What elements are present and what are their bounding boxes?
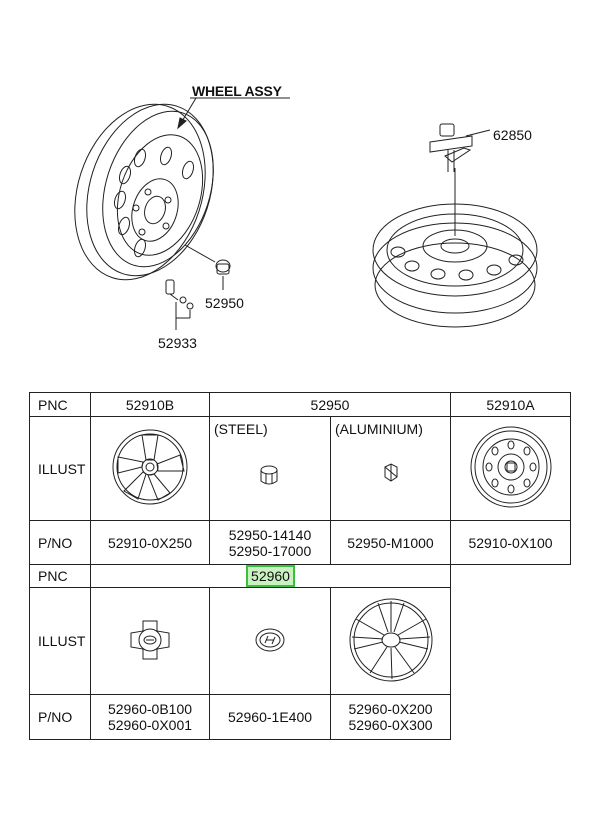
steel-nut-icon — [260, 465, 278, 485]
pnc-row-2: PNC 52960 — [29, 564, 571, 588]
valve-nut-drawing — [184, 244, 231, 290]
pno-52950-m1000: 52950-M1000 — [330, 520, 451, 565]
spare-wheel-drawing — [372, 123, 538, 328]
pno-52960-1e400: 52960-1E400 — [209, 694, 331, 740]
illust-center-cap — [90, 587, 210, 695]
illust-label-2: ILLUST — [29, 587, 91, 695]
pno-52950-14140: 52950-14140 — [228, 526, 312, 543]
illust-wheel-cover — [330, 587, 451, 695]
center-cap-icon — [130, 620, 170, 659]
aluminium-nut-icon — [384, 463, 398, 482]
illust-emblem-cap — [209, 587, 331, 695]
pno-52960-0x200: 52960-0X200 — [348, 701, 433, 717]
pnc-label: PNC — [29, 392, 91, 417]
aluminium-label: (ALUMINIUM) — [335, 421, 423, 437]
illust-alloy-wheel — [90, 416, 210, 521]
illust-aluminium-nut: (ALUMINIUM) — [330, 416, 451, 521]
valve-drawing — [165, 279, 194, 330]
steel-label: (STEEL) — [214, 421, 268, 437]
steel-wheel-icon — [470, 426, 551, 508]
parts-table: PNC 52910B 52950 52910A ILLUST (STEEL) — [29, 392, 571, 740]
pnc-row-1: PNC 52910B 52950 52910A — [29, 392, 571, 417]
pno-label-2: P/NO — [29, 694, 91, 740]
pno-52960-cap: 52960-0B100 52960-0X001 — [90, 694, 210, 740]
pnc-label-2: PNC — [29, 564, 91, 588]
pnc-52960-cell: 52960 — [90, 564, 451, 588]
illust-label: ILLUST — [29, 416, 91, 521]
emblem-cap-icon — [255, 628, 285, 651]
pnc-52960-highlight[interactable]: 52960 — [246, 565, 295, 587]
callout-62850: 62850 — [493, 127, 532, 143]
wheel-diagram — [74, 97, 538, 330]
illust-row-2: ILLUST — [29, 587, 571, 695]
callout-52950: 52950 — [205, 295, 244, 311]
illust-steel-wheel — [450, 416, 571, 521]
pno-label: P/NO — [29, 520, 91, 565]
wheel-assy-drawing — [74, 97, 290, 281]
pno-52960-cover: 52960-0X200 52960-0X300 — [330, 694, 451, 740]
pno-52960-0x001: 52960-0X001 — [107, 717, 193, 733]
pno-52910-0x100: 52910-0X100 — [450, 520, 571, 565]
illust-steel-nut: (STEEL) — [209, 416, 331, 521]
wheel-cover-icon — [349, 598, 432, 681]
pno-52960-0b100: 52960-0B100 — [107, 701, 193, 717]
pno-52950-17000: 52950-17000 — [228, 542, 312, 559]
wheel-assy-title: WHEEL ASSY — [192, 83, 282, 99]
pnc-52910b: 52910B — [90, 392, 210, 417]
illust-row-1: ILLUST (STEEL) — [29, 416, 571, 521]
pno-row-1: P/NO 52910-0X250 52950-14140 52950-17000… — [29, 520, 571, 565]
pno-52910-0x250: 52910-0X250 — [90, 520, 210, 565]
pno-row-2: P/NO 52960-0B100 52960-0X001 52960-1E400… — [29, 694, 571, 740]
callout-52933: 52933 — [158, 335, 197, 351]
pnc-52910a: 52910A — [450, 392, 571, 417]
pnc-52950: 52950 — [209, 392, 451, 417]
pno-52950-steel: 52950-14140 52950-17000 — [209, 520, 331, 565]
alloy-wheel-icon — [112, 429, 188, 505]
pno-52960-0x300: 52960-0X300 — [348, 717, 433, 733]
